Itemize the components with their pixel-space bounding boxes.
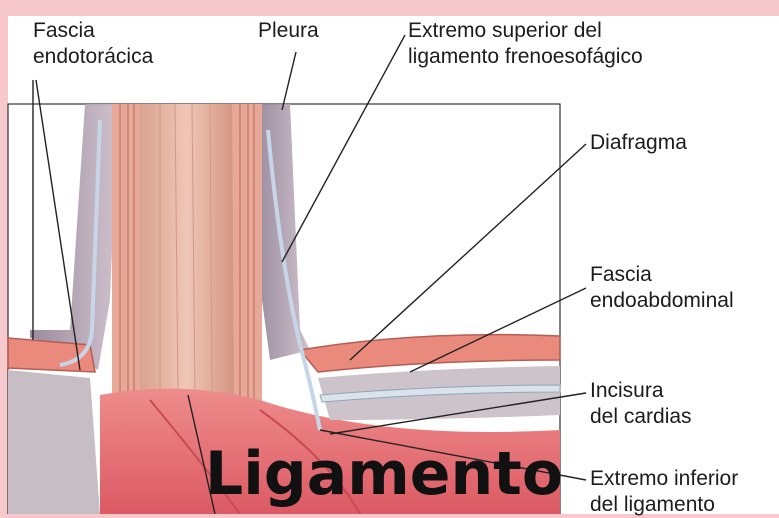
label-pleura: Pleura	[258, 18, 319, 44]
label-extremo-inferior: Extremo inferior del ligamento	[590, 466, 738, 518]
esophagus-wall-left	[112, 104, 140, 400]
label-extremo-superior: Extremo superior del ligamento frenoesof…	[408, 18, 643, 70]
esophagus	[140, 104, 234, 395]
caption-ligamento: Ligamento	[205, 438, 563, 510]
left-cavity	[8, 370, 100, 514]
label-fascia-endotoracica: Fascia endotorácica	[33, 18, 153, 70]
label-incisura: Incisura del cardias	[590, 378, 692, 430]
label-fascia-endoabdominal: Fascia endoabdominal	[590, 262, 734, 314]
label-diafragma: Diafragma	[590, 130, 687, 156]
esophagus-wall-right	[232, 104, 262, 405]
